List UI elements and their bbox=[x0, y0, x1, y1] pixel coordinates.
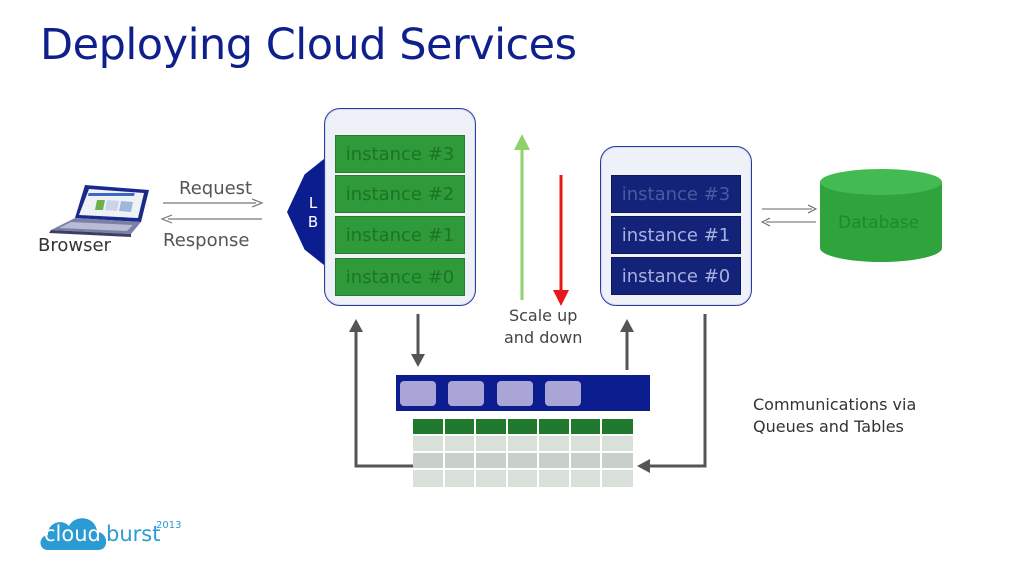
database-label: Database bbox=[838, 213, 920, 233]
queue-message bbox=[497, 381, 533, 406]
web-instance-1: instance #1 bbox=[335, 216, 465, 254]
queue-message bbox=[400, 381, 436, 406]
web-role-panel: instance #3 instance #2 instance #1 inst… bbox=[324, 108, 476, 306]
table-to-web-arrow bbox=[349, 319, 414, 468]
scale-down-arrow bbox=[553, 175, 569, 306]
table-storage bbox=[413, 419, 633, 487]
queue-message bbox=[448, 381, 484, 406]
web-instance-0: instance #0 bbox=[335, 258, 465, 296]
worker-role-panel: instance #3 instance #1 instance #0 bbox=[600, 146, 752, 306]
cloud-icon bbox=[40, 518, 107, 550]
laptop-icon bbox=[49, 185, 149, 237]
database-link-arrows bbox=[760, 204, 818, 227]
response-label: Response bbox=[163, 230, 250, 251]
logo-cloud-text: cloud bbox=[44, 522, 101, 546]
page-title: Deploying Cloud Services bbox=[40, 20, 577, 70]
database-icon bbox=[820, 169, 942, 262]
scale-up-arrow bbox=[514, 134, 530, 300]
request-arrow bbox=[163, 198, 264, 208]
queue-to-worker-arrow bbox=[620, 319, 634, 370]
web-instance-2: instance #2 bbox=[335, 175, 465, 213]
logo-year: 2013 bbox=[156, 520, 182, 531]
browser-label: Browser bbox=[38, 235, 111, 256]
request-label: Request bbox=[179, 178, 253, 199]
worker-instance-0: instance #0 bbox=[611, 257, 741, 295]
cloudburst-logo: cloud burst 2013 bbox=[38, 512, 228, 556]
worker-to-table-arrow bbox=[637, 314, 707, 473]
web-to-queue-arrow bbox=[411, 314, 425, 367]
worker-instance-1: instance #1 bbox=[611, 216, 741, 254]
queue-message bbox=[545, 381, 581, 406]
web-instance-3: instance #3 bbox=[335, 135, 465, 173]
worker-instance-3: instance #3 bbox=[611, 175, 741, 213]
logo-burst-text: burst bbox=[106, 522, 161, 546]
queue-bar bbox=[396, 375, 650, 411]
response-arrow bbox=[160, 214, 262, 224]
